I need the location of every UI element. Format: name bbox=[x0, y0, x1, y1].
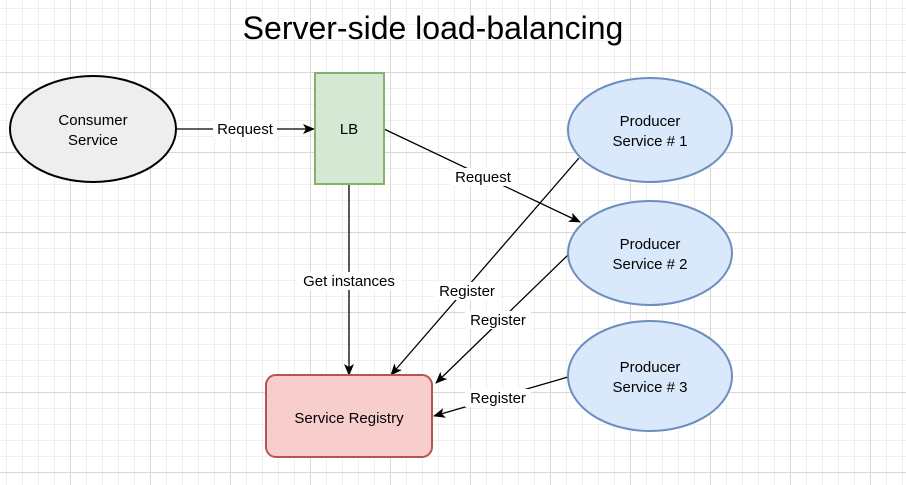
producer-2-label-line1: Producer bbox=[620, 236, 681, 253]
edge-label-lb-to-producer2: Request bbox=[455, 169, 512, 186]
producer-service-2-node[interactable]: Producer Service # 2 bbox=[567, 200, 733, 306]
consumer-service-node[interactable]: Consumer Service bbox=[9, 75, 177, 183]
lb-label: LB bbox=[340, 121, 358, 138]
producer-3-label-line2: Service # 3 bbox=[612, 379, 687, 396]
service-registry-node[interactable]: Service Registry bbox=[265, 374, 433, 458]
producer-service-1-node[interactable]: Producer Service # 1 bbox=[567, 77, 733, 183]
edge-label-consumer-to-lb: Request bbox=[217, 121, 274, 138]
producer-1-label-line1: Producer bbox=[620, 113, 681, 130]
consumer-service-label-line1: Consumer bbox=[58, 112, 127, 129]
edge-label-producer1-register: Register bbox=[439, 283, 495, 300]
producer-2-label-line2: Service # 2 bbox=[612, 256, 687, 273]
service-registry-label: Service Registry bbox=[294, 410, 404, 427]
edge-label-producer3-register: Register bbox=[470, 390, 526, 407]
producer-service-3-node[interactable]: Producer Service # 3 bbox=[567, 320, 733, 432]
producer-3-label-line1: Producer bbox=[620, 359, 681, 376]
edge-label-producer2-register: Register bbox=[470, 312, 526, 329]
edge-labels: Request Request Get instances Register R… bbox=[213, 120, 531, 407]
edge-producer1-to-registry bbox=[390, 157, 580, 376]
lb-node[interactable]: LB bbox=[314, 72, 385, 185]
diagram-title: Server-side load-balancing bbox=[242, 10, 624, 46]
consumer-service-label-line2: Service bbox=[68, 132, 118, 149]
producer-1-label-line2: Service # 1 bbox=[612, 133, 687, 150]
edge-label-get-instances: Get instances bbox=[303, 273, 395, 290]
